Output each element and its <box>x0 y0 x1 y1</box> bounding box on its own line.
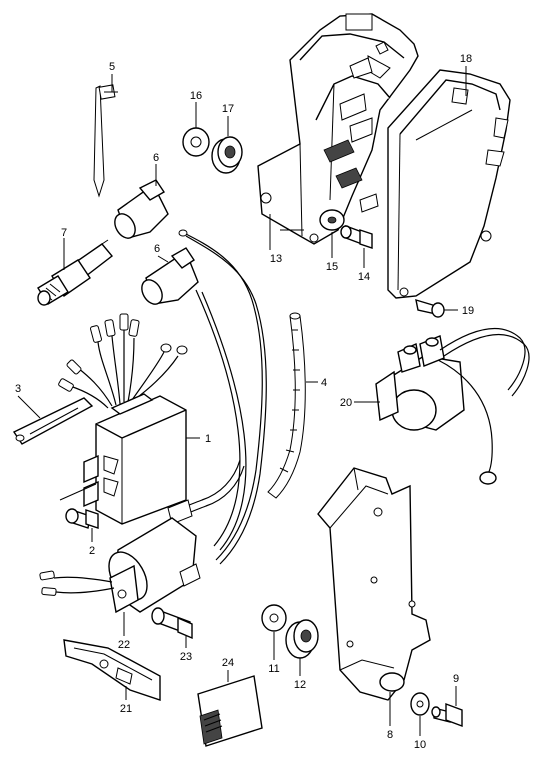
cable-tie-part-5 <box>93 84 118 198</box>
label-11: 11 <box>268 663 279 675</box>
label-18: 18 <box>460 53 472 65</box>
bracket-part-8 <box>317 467 431 701</box>
label-22: 22 <box>118 639 130 651</box>
plug-cap-part-6a <box>114 179 169 239</box>
label-2: 2 <box>89 545 95 557</box>
label-1: 1 <box>205 433 211 445</box>
ignition-coil-part-22 <box>39 517 201 614</box>
label-21: 21 <box>120 703 132 715</box>
screw-part-23 <box>151 607 193 640</box>
decal-part-24 <box>197 675 263 747</box>
label-15: 15 <box>326 261 338 273</box>
label-6b: 6 <box>154 243 160 255</box>
screw-part-19 <box>415 298 445 318</box>
washer-part-11 <box>261 604 287 632</box>
screw-part-14 <box>340 224 373 249</box>
grommet-part-17 <box>211 136 243 174</box>
spark-plug-part-7 <box>37 239 114 306</box>
label-3: 3 <box>15 383 21 395</box>
cover-part-18 <box>387 69 511 299</box>
label-10: 10 <box>414 739 426 751</box>
tube-part-4 <box>267 312 306 499</box>
case-part-13 <box>257 13 419 245</box>
high-tension-leads <box>167 229 267 565</box>
coil-bracket-part-21 <box>63 639 161 701</box>
screw-part-2 <box>65 508 99 529</box>
washer-part-10 <box>410 692 430 716</box>
label-8: 8 <box>387 729 393 741</box>
label-5: 5 <box>109 61 115 73</box>
strap-part-3 <box>12 397 94 445</box>
plug-cap-part-6b <box>141 247 199 305</box>
leader-lines <box>17 66 467 736</box>
starter-relay-part-20 <box>375 328 530 485</box>
label-6a: 6 <box>153 152 159 164</box>
grommet-part-15 <box>319 209 345 231</box>
label-23: 23 <box>180 651 192 663</box>
label-17: 17 <box>222 103 234 115</box>
washer-part-16 <box>182 127 210 157</box>
label-12: 12 <box>294 679 306 691</box>
label-7: 7 <box>61 227 67 239</box>
callout-labels: 5 6 6 7 3 1 2 16 17 13 15 14 18 19 4 20 … <box>15 53 474 751</box>
label-20: 20 <box>340 397 352 409</box>
label-14: 14 <box>358 271 370 283</box>
label-13: 13 <box>270 253 282 265</box>
label-9: 9 <box>453 673 459 685</box>
grommet-part-12 <box>285 619 319 659</box>
label-19: 19 <box>462 305 474 317</box>
cdi-unit-part-1 <box>58 313 188 525</box>
bolt-part-9 <box>431 702 463 728</box>
label-16: 16 <box>190 90 202 102</box>
label-4: 4 <box>321 377 327 389</box>
label-24: 24 <box>222 657 234 669</box>
